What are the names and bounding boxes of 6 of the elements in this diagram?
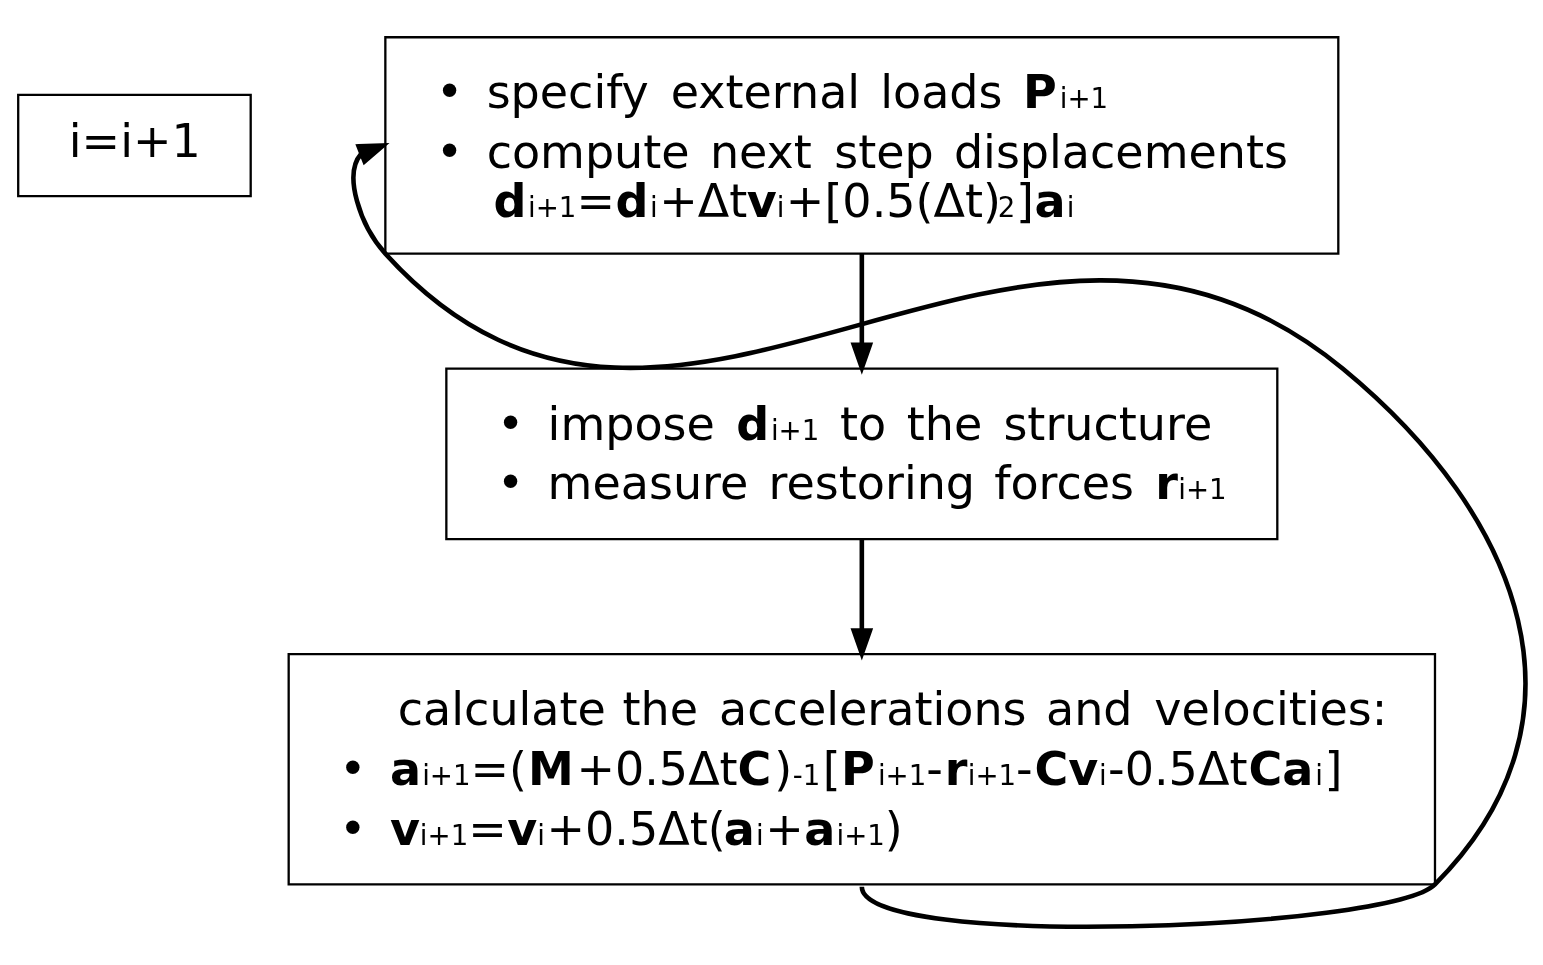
arrow bbox=[850, 254, 873, 375]
node-box: • impose di+1 to the structure • measure restoring forces ri+1 bbox=[444, 367, 1278, 541]
arrow bbox=[350, 142, 1527, 929]
node-box: • specify external loads Pi+1 • compute next step displacements di+1=di+Δtvi+[0.5(Δt)2]ai bbox=[383, 36, 1339, 255]
arrow bbox=[850, 539, 873, 661]
node-box: i=i+1 bbox=[16, 93, 252, 198]
